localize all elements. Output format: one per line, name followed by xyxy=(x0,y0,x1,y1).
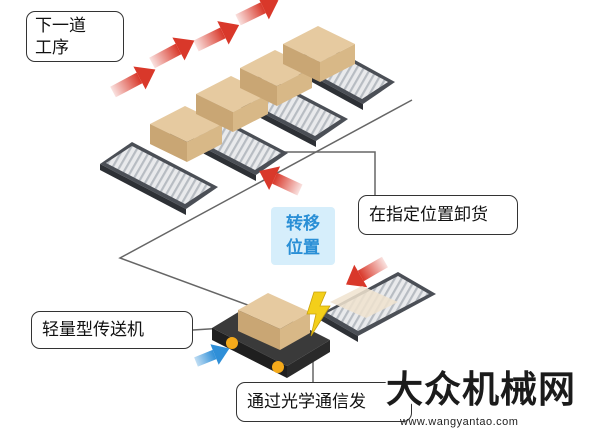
transfer-position-label: 转移 位置 xyxy=(271,207,335,265)
agv-vehicle xyxy=(212,293,330,378)
agv-wheel xyxy=(226,337,238,349)
transfer-line-1: 转移 xyxy=(286,214,320,234)
transfer-conveyor xyxy=(320,272,436,342)
watermark-url: www.wangyantao.com xyxy=(400,416,519,428)
lightning-icon xyxy=(306,291,331,337)
boxes xyxy=(150,26,355,162)
red-arrow-icon xyxy=(193,21,240,52)
red-arrow-icon xyxy=(110,66,156,98)
light-conveyor-label: 轻量型传送机 xyxy=(31,311,193,349)
next-process-line-2: 工序 xyxy=(35,38,69,58)
blue-arrow-icon xyxy=(194,344,230,367)
agv-box xyxy=(238,293,310,350)
box-1 xyxy=(150,106,222,162)
box-4 xyxy=(283,26,355,82)
next-process-label: 下一道 工序 xyxy=(26,11,124,62)
transfer-line-2: 位置 xyxy=(286,238,320,258)
watermark-brand: 大众机械网 xyxy=(386,368,576,411)
watermark: 大众机械网 www.wangyantao.com xyxy=(382,364,596,438)
red-arrow-icon xyxy=(149,37,195,69)
red-arrow-icon xyxy=(235,0,279,26)
unload-at-location-label: 在指定位置卸货 xyxy=(358,195,518,235)
optical-communication-label: 通过光学通信发 xyxy=(236,382,412,422)
box-2 xyxy=(196,76,268,132)
red-arrows xyxy=(110,0,388,288)
box-3 xyxy=(240,50,312,106)
agv-wheel xyxy=(272,361,284,373)
red-arrow-icon xyxy=(346,256,388,288)
conveyor-segment-1 xyxy=(100,142,218,215)
next-process-line-1: 下一道 xyxy=(35,16,86,36)
red-arrow-icon xyxy=(259,166,303,196)
unload-leader xyxy=(244,151,376,197)
